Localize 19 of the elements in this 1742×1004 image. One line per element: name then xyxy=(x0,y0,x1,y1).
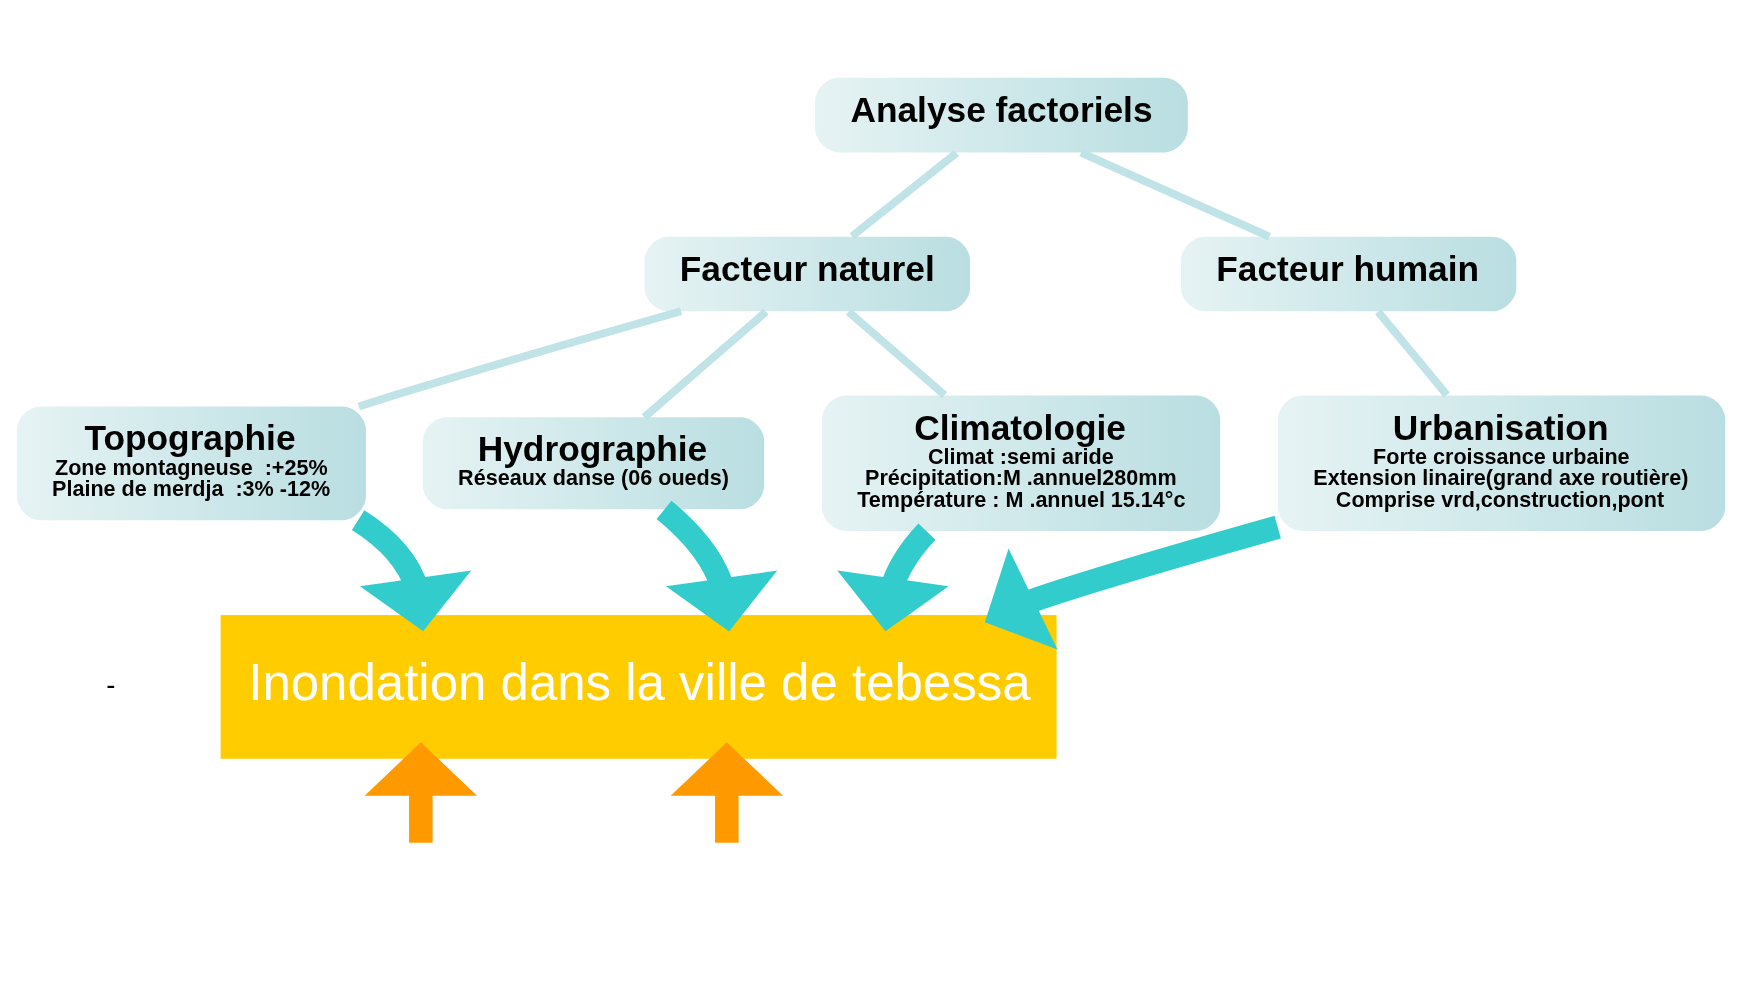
node-box: Facteur naturel xyxy=(644,236,971,311)
node-box: Urbanisation Forte croissance urbaine Extension linaire(grand axe routière) Comprise vrd,construction,pont xyxy=(1278,395,1726,531)
arrow xyxy=(984,515,1281,650)
arrow xyxy=(364,741,478,843)
arrow xyxy=(670,741,784,843)
connector xyxy=(641,308,769,420)
label: - xyxy=(106,668,116,700)
node-box: Climatologie Climat :semi aride Précipitation:M .annuel280mm Température : M .annuel 15.14°c xyxy=(821,395,1221,531)
connector xyxy=(1079,148,1271,240)
node-box: Facteur humain xyxy=(1180,236,1517,311)
connector xyxy=(845,308,948,398)
node-box: Hydrographie Réseaux danse (06 oueds) xyxy=(422,416,765,509)
connector xyxy=(849,149,959,239)
node-box: Topographie Zone montagneuse :+25% Plaine de merdja :3% -12% xyxy=(16,405,366,520)
connector xyxy=(1375,308,1450,397)
arrow xyxy=(656,500,778,631)
connector xyxy=(357,307,683,410)
arrow xyxy=(351,509,472,631)
node-box: Analyse factoriels xyxy=(815,77,1188,152)
